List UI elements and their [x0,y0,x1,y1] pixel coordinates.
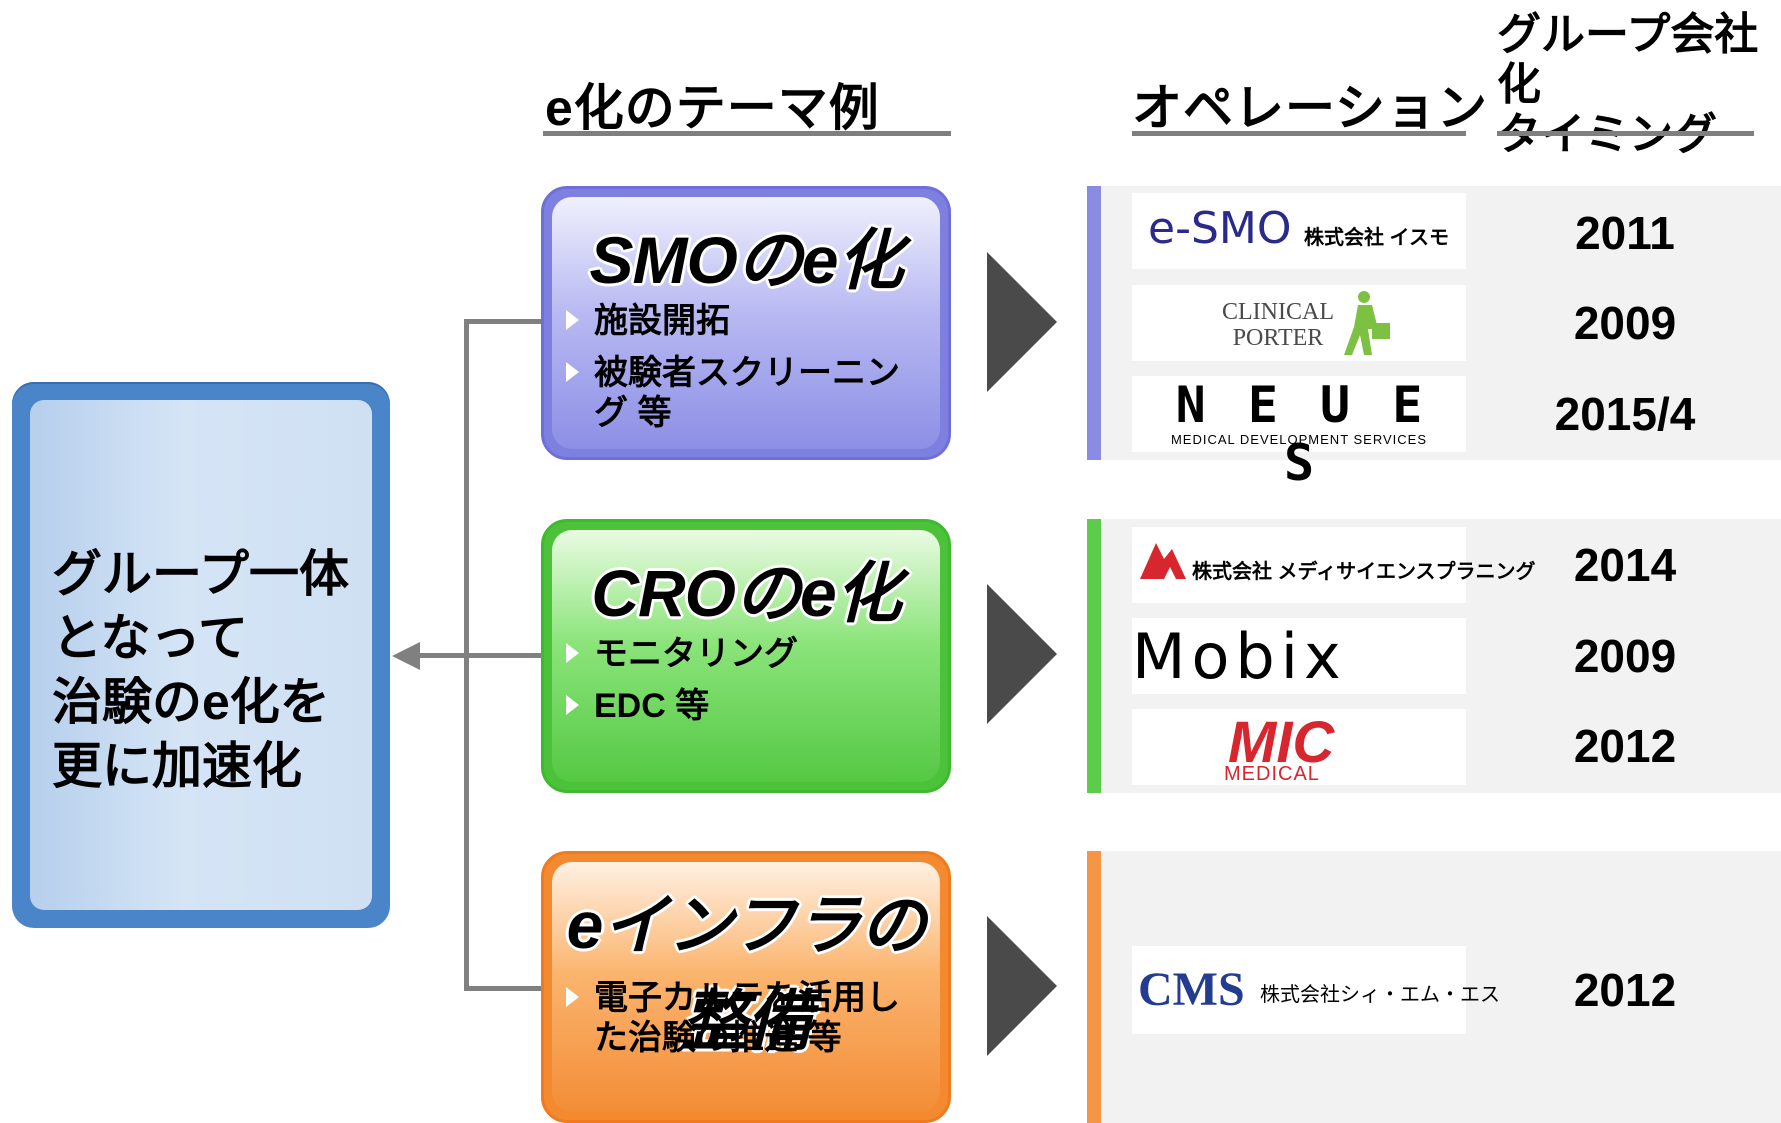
bullet-text: モニタリング [594,635,798,673]
bullet-triangle-icon [566,310,579,330]
timing-year: 2015/4 [1554,388,1696,440]
chevron-right-icon [987,584,1057,724]
theme-box-inner [552,530,940,782]
connector-smo [464,319,544,324]
theme-box-cro: CROのe化 モニタリング EDC 等 [541,519,951,793]
company-logo-clinical-porter: CLINICAL PORTER [1132,285,1466,361]
company-logo-esmo: e-SMO 株式会社 イスモ [1132,193,1466,269]
company-logo-mobix: Mobix [1132,618,1466,694]
logo-subtext: 株式会社 イスモ [1304,227,1449,249]
logo-text: CMS [1138,963,1245,1016]
timing-year: 2012 [1573,720,1677,772]
company-logo-cms: CMS 株式会社シィ・エム・エス [1132,946,1500,1034]
porter-figure-icon [1344,291,1390,355]
theme-bullet: モニタリング [566,634,932,674]
panel-accent-bar [1087,186,1101,460]
summary-box: グループ一体 となって 治験のe化を 更に加速化 [12,382,390,928]
company-logo-neues: N E U E S MEDICAL DEVELOPMENT SERVICES [1132,376,1466,492]
summary-line: となって [52,610,248,666]
logo-text: e-SMO [1148,203,1292,254]
logo-text: CLINICAL PORTER [1222,299,1334,351]
bullet-triangle-icon [566,643,579,663]
bullet-text: 被験者スクリーニング 等 [594,354,900,432]
theme-bullet: 施設開拓 [566,301,932,341]
timing-year: 2014 [1573,539,1677,591]
timing-year: 2012 [1573,964,1677,1016]
operation-header: オペレーション [1132,80,1488,136]
summary-box-inner [30,400,372,910]
theme-title: eインフラの整備 [566,888,927,1058]
bullet-triangle-icon [566,695,579,715]
timing-year: 2011 [1575,207,1675,259]
company-logo-medisci: 株式会社 メディサイエンスプラニング [1132,527,1536,603]
timing-header-rule [1497,131,1754,136]
theme-bullets: 施設開拓 被験者スクリーニング 等 [566,301,932,445]
bullet-text: 電子カルテを活用した治験の推進 等 [594,979,900,1057]
logo-text: N E U E S [1175,376,1429,492]
timing-header: グループ会社化 タイミング [1497,10,1781,160]
theme-box-inner [552,197,940,449]
timing-year: 2009 [1573,297,1677,349]
summary-line: 治験のe化を [52,674,330,730]
theme-bullets: 電子カルテを活用した治験の推進 等 [566,978,932,1070]
logo-text: MIC [1228,710,1335,775]
logo-subtext: MEDICAL DEVELOPMENT SERVICES [1170,432,1428,447]
arrow-head-icon [392,642,420,670]
themes-header-rule [543,131,951,136]
logo-subtext: MEDICAL [1224,763,1320,785]
themes-header: e化のテーマ例 [545,80,880,136]
theme-bullet: EDC 等 [566,686,932,726]
theme-bullet: 電子カルテを活用した治験の推進 等 [566,978,932,1058]
summary-line: 更に加速化 [52,738,302,794]
chevron-right-icon [987,916,1057,1056]
bullet-triangle-icon [566,987,579,1007]
bullet-triangle-icon [566,362,579,382]
theme-box-inner [552,862,940,1112]
chevron-right-icon [987,252,1057,392]
timing-year: 2009 [1573,630,1677,682]
operation-header-rule [1132,131,1466,136]
summary-line: グループ一体 [52,546,349,602]
theme-title: CROのe化 [591,556,901,630]
connector-infra [464,986,544,991]
theme-box-infra: eインフラの整備 電子カルテを活用した治験の推進 等 [541,851,951,1123]
logo-subtext: 株式会社シィ・エム・エス [1260,984,1500,1006]
bullet-text: EDC 等 [594,687,710,725]
theme-bullet: 被験者スクリーニング 等 [566,353,932,433]
medisci-mark-icon [1140,543,1186,579]
timing-header-line1: グループ会社化 [1497,10,1759,109]
theme-box-smo: SMOのe化 施設開拓 被験者スクリーニング 等 [541,186,951,460]
bullet-text: 施設開拓 [594,302,730,340]
theme-title: SMOのe化 [589,223,903,297]
connector-cro [418,653,544,658]
panel-accent-bar [1087,519,1101,793]
logo-text: Mobix [1132,620,1347,693]
panel-accent-bar [1087,851,1101,1123]
company-logo-mic: MIC MEDICAL [1132,709,1466,785]
theme-bullets: モニタリング EDC 等 [566,634,932,738]
logo-text: 株式会社 メディサイエンスプラニング [1192,561,1536,583]
summary-text: グループ一体 となって 治験のe化を 更に加速化 [52,542,372,798]
